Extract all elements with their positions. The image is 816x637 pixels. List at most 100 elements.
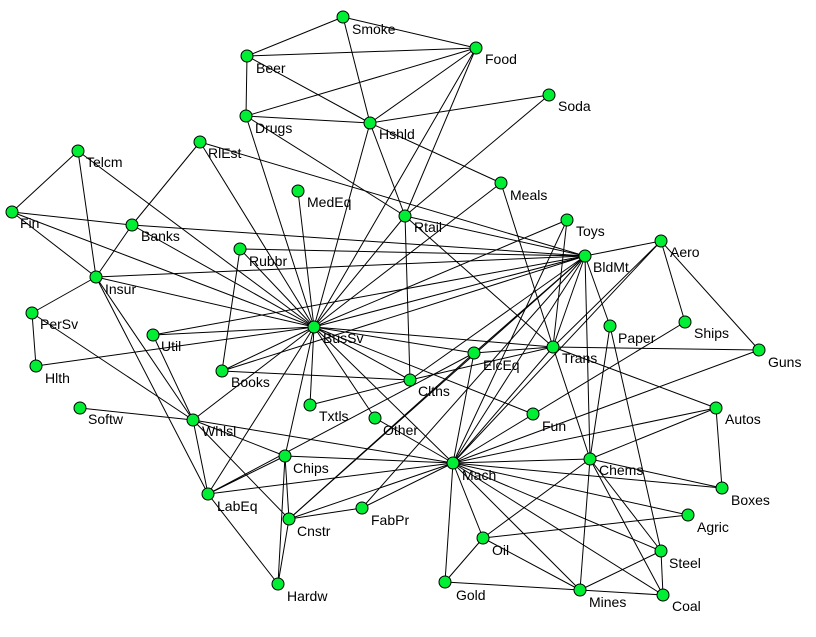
node-smoke[interactable]: Smoke bbox=[336, 10, 396, 37]
node-rtail[interactable]: Rtail bbox=[398, 209, 442, 235]
node-cnstr[interactable]: Cnstr bbox=[282, 512, 331, 539]
node-trans[interactable]: Trans bbox=[546, 340, 597, 366]
node-dot-rlest[interactable] bbox=[193, 135, 207, 149]
node-dot-fabpr[interactable] bbox=[355, 501, 369, 515]
node-txtls[interactable]: Txtls bbox=[303, 398, 349, 424]
node-dot-fun[interactable] bbox=[526, 407, 540, 421]
node-toys[interactable]: Toys bbox=[560, 213, 605, 239]
node-guns[interactable]: Guns bbox=[752, 343, 801, 370]
node-dot-persv[interactable] bbox=[25, 306, 39, 320]
node-chems[interactable]: Chems bbox=[583, 452, 643, 478]
node-autos[interactable]: Autos bbox=[709, 401, 761, 427]
node-dot-beer[interactable] bbox=[240, 49, 254, 63]
node-oil[interactable]: Oil bbox=[476, 531, 509, 558]
node-elceq[interactable]: ElcEq bbox=[467, 346, 520, 373]
node-dot-chems[interactable] bbox=[583, 452, 597, 466]
node-dot-util[interactable] bbox=[146, 328, 160, 342]
node-dot-paper[interactable] bbox=[603, 319, 617, 333]
node-insur[interactable]: Insur bbox=[89, 270, 136, 297]
node-boxes[interactable]: Boxes bbox=[715, 481, 770, 508]
edge-whlsl-cnstr bbox=[192, 419, 290, 520]
node-fin[interactable]: Fin bbox=[5, 205, 39, 231]
node-dot-toys[interactable] bbox=[560, 213, 574, 227]
node-dot-gold[interactable] bbox=[438, 575, 452, 589]
node-dot-clths[interactable] bbox=[403, 373, 417, 387]
node-aero[interactable]: Aero bbox=[654, 234, 700, 260]
node-dot-hardw[interactable] bbox=[271, 577, 285, 591]
node-dot-trans[interactable] bbox=[546, 340, 560, 354]
node-beer[interactable]: Beer bbox=[240, 49, 286, 76]
node-dot-smoke[interactable] bbox=[336, 10, 350, 24]
edge-food-rtail bbox=[404, 47, 477, 217]
node-dot-other[interactable] bbox=[368, 411, 382, 425]
node-dot-books[interactable] bbox=[215, 364, 229, 378]
node-labeq[interactable]: LabEq bbox=[201, 487, 257, 514]
node-dot-meals[interactable] bbox=[494, 176, 508, 190]
node-dot-coal[interactable] bbox=[656, 588, 670, 602]
node-dot-agric[interactable] bbox=[681, 508, 695, 522]
node-dot-softw[interactable] bbox=[73, 401, 87, 415]
node-dot-txtls[interactable] bbox=[303, 398, 317, 412]
node-ships[interactable]: Ships bbox=[678, 315, 729, 341]
node-dot-drugs[interactable] bbox=[239, 109, 253, 123]
node-hlth[interactable]: Hlth bbox=[29, 359, 70, 386]
node-bussv[interactable]: BusSv bbox=[307, 320, 363, 346]
node-other[interactable]: Other bbox=[368, 411, 418, 438]
node-dot-hlth[interactable] bbox=[29, 359, 43, 373]
node-paper[interactable]: Paper bbox=[603, 319, 656, 346]
node-dot-fin[interactable] bbox=[5, 205, 19, 219]
node-dot-mines[interactable] bbox=[573, 583, 587, 597]
node-dot-bussv[interactable] bbox=[307, 320, 321, 334]
node-hardw[interactable]: Hardw bbox=[271, 577, 328, 604]
node-chips[interactable]: Chips bbox=[278, 449, 329, 476]
node-drugs[interactable]: Drugs bbox=[239, 109, 292, 136]
node-meals[interactable]: Meals bbox=[494, 176, 547, 203]
node-agric[interactable]: Agric bbox=[681, 508, 729, 535]
node-fabpr[interactable]: FabPr bbox=[355, 501, 409, 528]
node-dot-rubbr[interactable] bbox=[233, 242, 247, 256]
node-dot-guns[interactable] bbox=[752, 343, 766, 357]
node-dot-elceq[interactable] bbox=[467, 346, 481, 360]
node-dot-banks[interactable] bbox=[125, 218, 139, 232]
node-persv[interactable]: PerSv bbox=[25, 306, 78, 332]
node-coal[interactable]: Coal bbox=[656, 588, 701, 614]
node-dot-boxes[interactable] bbox=[715, 481, 729, 495]
node-dot-aero[interactable] bbox=[654, 234, 668, 248]
node-rlest[interactable]: RlEst bbox=[193, 135, 242, 161]
node-dot-medeq[interactable] bbox=[291, 184, 305, 198]
node-dot-telcm[interactable] bbox=[71, 144, 85, 158]
node-dot-labeq[interactable] bbox=[201, 487, 215, 501]
node-dot-soda[interactable] bbox=[542, 88, 556, 102]
node-util[interactable]: Util bbox=[146, 328, 181, 354]
node-dot-mach[interactable] bbox=[446, 456, 460, 470]
node-hshld[interactable]: Hshld bbox=[363, 116, 415, 142]
node-dot-rtail[interactable] bbox=[398, 209, 412, 223]
node-rubbr[interactable]: Rubbr bbox=[233, 242, 287, 269]
node-whlsl[interactable]: Whlsl bbox=[186, 413, 236, 439]
node-dot-cnstr[interactable] bbox=[282, 512, 296, 526]
node-dot-whlsl[interactable] bbox=[186, 413, 200, 427]
node-steel[interactable]: Steel bbox=[654, 544, 701, 571]
node-soda[interactable]: Soda bbox=[542, 88, 591, 114]
node-dot-autos[interactable] bbox=[709, 401, 723, 415]
node-fun[interactable]: Fun bbox=[526, 407, 566, 434]
node-banks[interactable]: Banks bbox=[125, 218, 180, 244]
node-medeq[interactable]: MedEq bbox=[291, 184, 351, 210]
node-books[interactable]: Books bbox=[215, 364, 270, 390]
node-mines[interactable]: Mines bbox=[573, 583, 626, 610]
node-softw[interactable]: Softw bbox=[73, 401, 124, 427]
node-dot-insur[interactable] bbox=[89, 270, 103, 284]
node-food[interactable]: Food bbox=[469, 41, 517, 67]
node-telcm[interactable]: Telcm bbox=[71, 144, 123, 170]
node-dot-oil[interactable] bbox=[476, 531, 490, 545]
node-dot-chips[interactable] bbox=[278, 449, 292, 463]
node-bldmt[interactable]: BldMt bbox=[578, 249, 629, 275]
node-mach[interactable]: Mach bbox=[446, 456, 496, 483]
node-gold[interactable]: Gold bbox=[438, 575, 486, 603]
node-dot-ships[interactable] bbox=[678, 315, 692, 329]
node-clths[interactable]: Clths bbox=[403, 373, 450, 399]
node-dot-steel[interactable] bbox=[654, 544, 668, 558]
node-dot-bldmt[interactable] bbox=[578, 249, 592, 263]
node-dot-food[interactable] bbox=[469, 41, 483, 55]
node-dot-hshld[interactable] bbox=[363, 116, 377, 130]
